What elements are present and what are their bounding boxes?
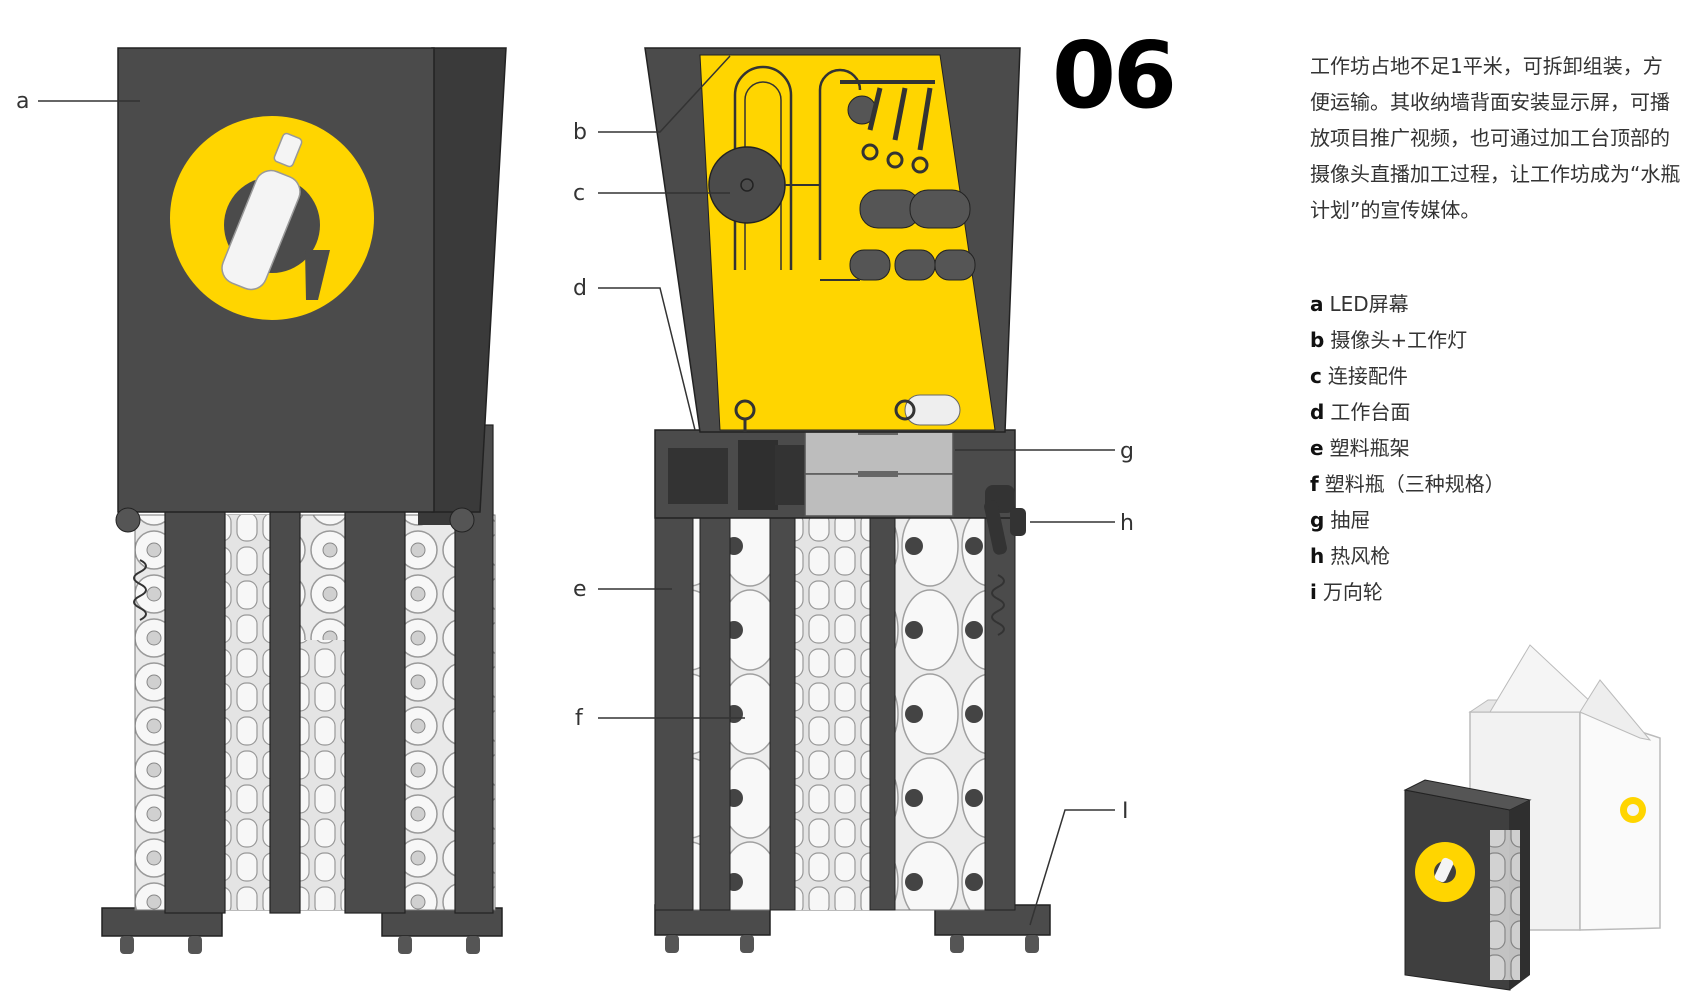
legend-key: c <box>1310 364 1322 388</box>
description-line: 便运输。其收纳墙背面安装显示屏，可播 <box>1310 90 1670 114</box>
caster-wheel <box>120 936 480 954</box>
description: 工作坊占地不足1平米，可拆卸组装，方 便运输。其收纳墙背面安装显示屏，可播 放项… <box>1310 48 1690 228</box>
callout-i: I <box>1122 799 1129 824</box>
description-line: 摄像头直播加工过程，让工作坊成为“水瓶 <box>1310 162 1681 186</box>
connector-disc <box>708 146 820 224</box>
camera-and-lights <box>733 65 935 270</box>
callout-e: e <box>573 577 587 602</box>
front-view-closed <box>101 47 507 954</box>
connector-coils <box>820 189 976 281</box>
legend-label: 塑料瓶架 <box>1329 436 1410 460</box>
led-screen-logo <box>170 116 374 320</box>
callout-lines <box>38 55 1115 926</box>
legend-key: f <box>1310 472 1319 496</box>
callout-d: d <box>573 276 587 301</box>
legend-key: g <box>1310 508 1325 532</box>
legend-label: 摄像头+工作灯 <box>1330 328 1468 352</box>
description-line: 计划”的宣传媒体。 <box>1310 198 1481 222</box>
callout-g: g <box>1120 439 1134 464</box>
callout-c: c <box>573 181 585 206</box>
legend-label: LED屏幕 <box>1329 292 1409 316</box>
description-line: 放项目推广视频，也可通过加工台顶部的 <box>1310 126 1670 150</box>
callout-h: h <box>1120 511 1134 536</box>
callout-f: f <box>575 706 584 731</box>
section-number: 06 <box>1052 22 1177 129</box>
legend-label: 抽屉 <box>1330 508 1371 532</box>
legend-label: 万向轮 <box>1322 580 1383 604</box>
legend-key: i <box>1310 580 1317 604</box>
legend-label: 工作台面 <box>1330 400 1411 424</box>
front-view-open <box>644 47 1051 953</box>
legend-key: d <box>1310 400 1325 424</box>
legend-key: e <box>1310 436 1324 460</box>
legend-label: 热风枪 <box>1330 544 1391 568</box>
legend-key: h <box>1310 544 1325 568</box>
callout-a: a <box>16 89 29 114</box>
legend-label: 塑料瓶（三种规格） <box>1324 472 1505 496</box>
drawers <box>804 429 954 517</box>
legend-key: a <box>1310 292 1324 316</box>
tool-slots <box>668 440 805 510</box>
legend-key: b <box>1310 328 1325 352</box>
callout-b: b <box>573 120 587 145</box>
packaging-thumbnail <box>1403 644 1661 991</box>
callout-labels: a b c d e f g h I <box>16 89 1134 824</box>
heat-gun <box>984 485 1026 555</box>
legend-label: 连接配件 <box>1327 364 1408 388</box>
description-line: 工作坊占地不足1平米，可拆卸组装，方 <box>1310 54 1663 78</box>
